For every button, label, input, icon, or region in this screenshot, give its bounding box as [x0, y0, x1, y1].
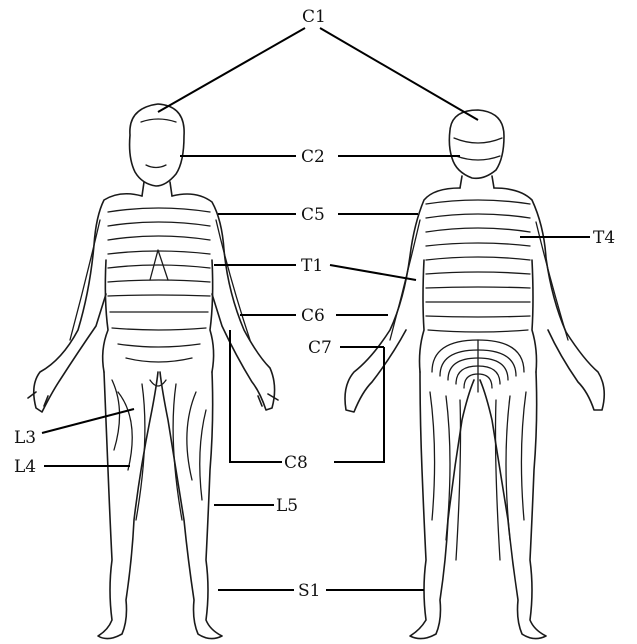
label-c1: C1 [302, 7, 326, 27]
front-figure [28, 104, 278, 639]
label-s1: S1 [298, 581, 320, 601]
label-c5: C5 [301, 205, 325, 225]
label-t4: T4 [593, 228, 615, 248]
label-c8: C8 [284, 453, 308, 473]
label-l5: L5 [276, 496, 298, 516]
label-c7: C7 [308, 338, 332, 358]
label-t1: T1 [301, 256, 323, 276]
label-c6: C6 [301, 306, 325, 326]
label-c2: C2 [301, 147, 325, 167]
label-l3: L3 [14, 428, 36, 448]
label-l4: L4 [14, 457, 36, 477]
